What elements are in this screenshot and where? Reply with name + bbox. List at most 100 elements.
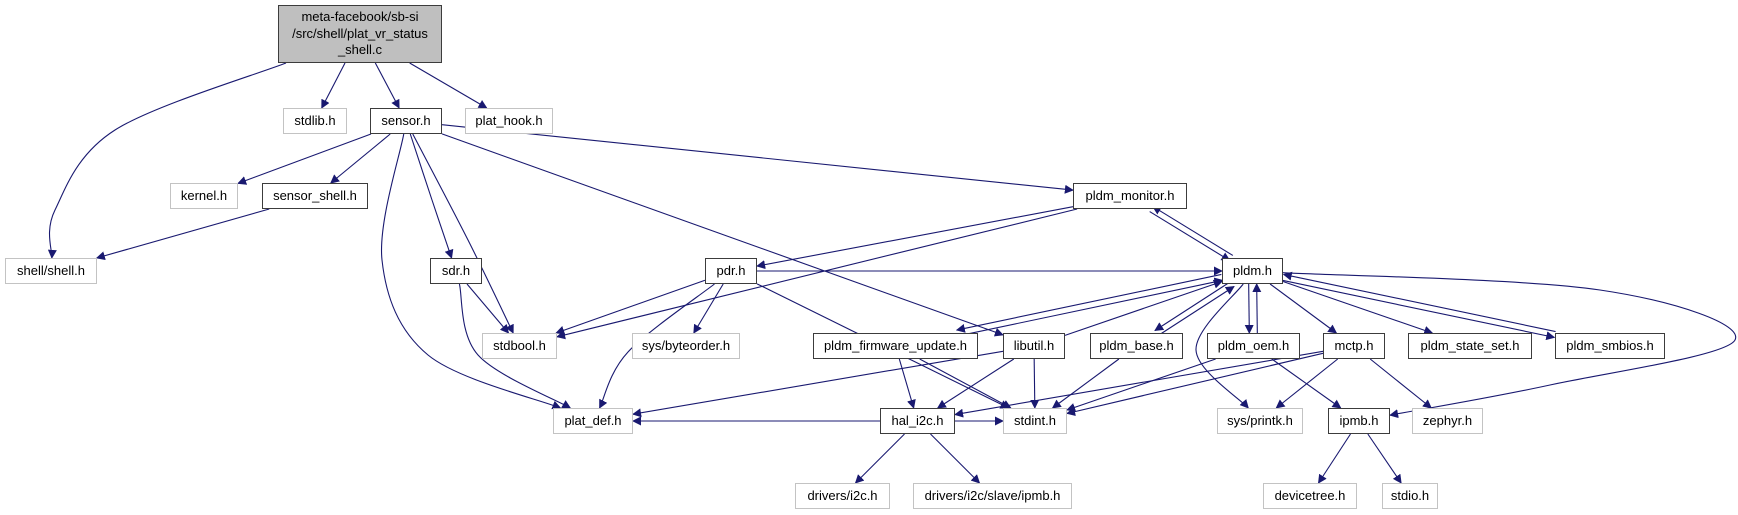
- node-label: plat_def.h: [564, 412, 622, 428]
- edge-pldm-h-to-sys-printk-h: [1195, 283, 1249, 409]
- node-label: hal_i2c.h: [891, 412, 944, 428]
- node-label: sensor.h: [381, 112, 431, 128]
- edge-libutil-h-to-stdint-h: [1030, 358, 1040, 409]
- node-label: mctp.h: [1334, 337, 1374, 353]
- edge-pldm-monitor-h-to-pldm-h: [1149, 211, 1231, 262]
- node-label: stdbool.h: [493, 337, 546, 353]
- node-pldm-oem-h[interactable]: pldm_oem.h: [1207, 333, 1300, 359]
- node-sys-printk-h: sys/printk.h: [1217, 408, 1303, 434]
- edge-sensor-h-to-libutil-h: [441, 133, 1004, 337]
- node-pldm-monitor-h[interactable]: pldm_monitor.h: [1073, 183, 1187, 209]
- edge-sensor-h-to-sensor-shell-h: [330, 133, 391, 184]
- node-label: pldm_firmware_update.h: [823, 337, 968, 353]
- edge-root-to-plat-hook-h: [409, 62, 488, 109]
- node-stdbool-h: stdbool.h: [482, 333, 557, 359]
- node-label: pdr.h: [716, 262, 746, 278]
- edge-sdr-h-to-stdbool-h: [466, 283, 510, 334]
- node-label: plat_hook.h: [475, 112, 543, 128]
- node-label: sdr.h: [441, 262, 471, 278]
- node-devicetree-h: devicetree.h: [1263, 483, 1357, 509]
- edge-sensor-h-to-stdbool-h: [412, 133, 514, 334]
- edge-pldm-h-to-ipmb-h: [1282, 272, 1737, 419]
- edge-pldm-monitor-h-to-pdr-h: [756, 206, 1074, 270]
- edge-root-to-shell-shell-h: [47, 62, 287, 259]
- node-pldm-firmware-update-h[interactable]: pldm_firmware_update.h: [813, 333, 978, 359]
- edge-hal-i2c-h-to-drivers-i2c-slave-ipmb-h: [930, 433, 981, 484]
- edge-pdr-h-to-stdbool-h: [555, 279, 706, 335]
- node-stdint-h: stdint.h: [1003, 408, 1067, 434]
- node-sdr-h[interactable]: sdr.h: [430, 258, 482, 284]
- edge-pldm-h-to-pldm-smbios-h: [1282, 279, 1556, 341]
- edge-pldm-smbios-h-to-pldm-h: [1282, 271, 1556, 333]
- node-stdio-h: stdio.h: [1382, 483, 1438, 509]
- node-label: pldm_smbios.h: [1566, 337, 1654, 353]
- edge-pdr-h-to-sys-byteorder-h: [693, 283, 724, 334]
- edge-libutil-h-to-pldm-h: [1064, 279, 1223, 336]
- edge-mctp-h-to-hal-i2c-h: [954, 350, 1324, 418]
- edge-pldm-h-to-pldm-base-h: [1154, 281, 1232, 331]
- edge-sensor-h-to-sdr-h: [409, 133, 454, 259]
- node-label: ipmb.h: [1339, 412, 1379, 428]
- node-pldm-state-set-h[interactable]: pldm_state_set.h: [1408, 333, 1532, 359]
- edge-pldm-firmware-update-h-to-pldm-h: [957, 277, 1224, 337]
- node-label: meta-facebook/sb-si /src/shell/plat_vr_s…: [292, 9, 428, 58]
- edge-pldm-oem-h-to-pldm-h: [1252, 283, 1262, 333]
- node-pldm-smbios-h[interactable]: pldm_smbios.h: [1555, 333, 1665, 359]
- node-label: libutil.h: [1013, 337, 1055, 353]
- edge-pldm-h-to-pldm-firmware-update-h: [955, 273, 1222, 333]
- node-plat-hook-h: plat_hook.h: [465, 108, 553, 134]
- edge-hal-i2c-h-to-drivers-i2c-h: [854, 433, 905, 484]
- node-sensor-shell-h[interactable]: sensor_shell.h: [262, 183, 368, 209]
- edge-sensor-h-to-kernel-h: [237, 133, 372, 185]
- node-plat-def-h: plat_def.h: [553, 408, 633, 434]
- edge-mctp-h-to-zephyr-h: [1369, 358, 1432, 409]
- edge-pldm-oem-h-to-stdint-h: [1066, 358, 1216, 412]
- edge-libutil-h-to-hal-i2c-h: [936, 358, 1015, 409]
- edge-sensor-h-to-plat-def-h: [380, 133, 562, 410]
- node-sensor-h[interactable]: sensor.h: [370, 108, 442, 134]
- node-pldm-base-h[interactable]: pldm_base.h: [1090, 333, 1183, 359]
- edge-ipmb-h-to-devicetree-h: [1317, 433, 1351, 484]
- node-pdr-h[interactable]: pdr.h: [705, 258, 757, 284]
- node-label: devicetree.h: [1274, 487, 1346, 503]
- edge-sdr-h-to-plat-def-h: [458, 283, 572, 409]
- edge-pldm-monitor-h-to-stdbool-h: [556, 208, 1078, 340]
- node-drivers-i2c-h: drivers/i2c.h: [795, 483, 890, 509]
- node-zephyr-h: zephyr.h: [1412, 408, 1483, 434]
- node-stdlib-h: stdlib.h: [283, 108, 347, 134]
- edge-mctp-h-to-stdint-h: [1066, 352, 1324, 417]
- node-mctp-h[interactable]: mctp.h: [1323, 333, 1385, 359]
- node-label: pldm_monitor.h: [1085, 187, 1175, 203]
- edge-root-to-stdlib-h: [321, 62, 346, 109]
- edge-sensor-h-to-pldm-monitor-h: [441, 124, 1074, 194]
- node-label: pldm.h: [1232, 262, 1273, 278]
- edge-pdr-h-to-plat-def-h: [599, 283, 715, 409]
- edge-pldm-firmware-update-h-to-hal-i2c-h: [898, 358, 916, 409]
- edge-pldm-h-to-pldm-oem-h: [1244, 284, 1254, 334]
- node-label: shell/shell.h: [17, 262, 85, 278]
- node-label: stdio.h: [1390, 487, 1430, 503]
- node-libutil-h[interactable]: libutil.h: [1003, 333, 1065, 359]
- node-label: zephyr.h: [1422, 412, 1473, 428]
- node-label: pldm_oem.h: [1217, 337, 1290, 353]
- node-label: sys/printk.h: [1227, 412, 1293, 428]
- node-label: stdint.h: [1014, 412, 1056, 428]
- node-pldm-h[interactable]: pldm.h: [1222, 258, 1283, 284]
- node-label: kernel.h: [180, 187, 228, 203]
- node-shell-shell-h: shell/shell.h: [5, 258, 97, 284]
- node-hal-i2c-h[interactable]: hal_i2c.h: [880, 408, 955, 434]
- node-label: sys/byteorder.h: [641, 337, 731, 353]
- node-drivers-i2c-slave-ipmb-h: drivers/i2c/slave/ipmb.h: [913, 483, 1072, 509]
- node-sys-byteorder-h: sys/byteorder.h: [632, 333, 740, 359]
- edge-pldm-firmware-update-h-to-stdint-h: [919, 358, 1012, 409]
- node-label: pldm_state_set.h: [1420, 337, 1520, 353]
- edge-pldm-base-h-to-pldm-h: [1157, 286, 1235, 336]
- node-label: stdlib.h: [294, 112, 336, 128]
- edge-libutil-h-to-plat-def-h: [632, 350, 1004, 418]
- edge-pldm-h-to-pldm-monitor-h: [1152, 205, 1234, 256]
- edge-pldm-h-to-mctp-h: [1269, 283, 1338, 334]
- edge-mctp-h-to-sys-printk-h: [1275, 358, 1339, 409]
- node-ipmb-h[interactable]: ipmb.h: [1328, 408, 1390, 434]
- edge-root-to-sensor-h: [374, 62, 400, 109]
